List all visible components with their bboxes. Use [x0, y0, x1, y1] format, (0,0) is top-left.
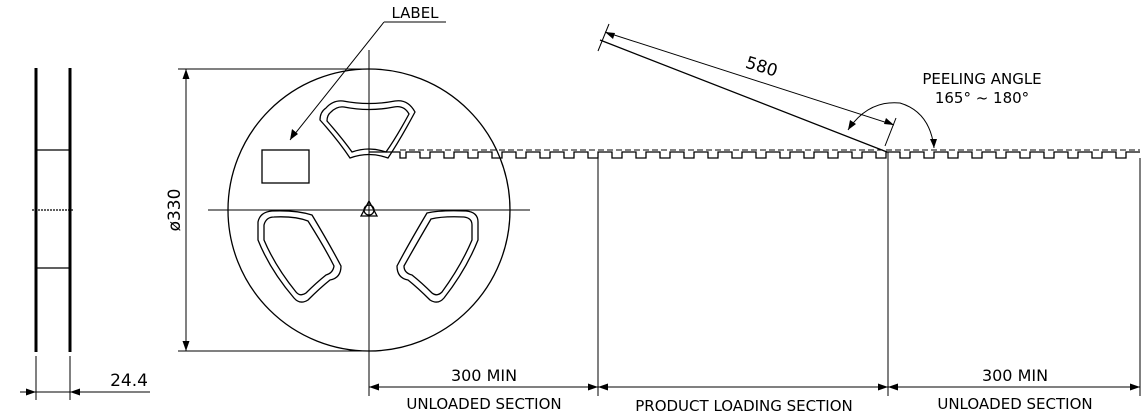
section-boundaries — [368, 152, 1141, 396]
hub-symbol — [359, 199, 379, 217]
min-left-label: 300 MIN — [451, 366, 517, 385]
label-callout-text: LABEL — [391, 4, 439, 22]
peeling-angle-title: PEELING ANGLE — [922, 70, 1041, 88]
label-leader: LABEL — [289, 4, 446, 141]
length-label: 580 — [743, 53, 780, 82]
min-right-label: 300 MIN — [982, 366, 1048, 385]
reel-front-view: LABEL — [208, 4, 530, 372]
reel-window-bottom-right — [396, 210, 479, 303]
reel-side-view — [32, 68, 74, 352]
width-dimension: 24.4 — [20, 356, 150, 400]
width-label: 24.4 — [110, 371, 148, 391]
diameter-dimension: ø330 — [165, 68, 369, 352]
reel-window-top — [319, 100, 416, 159]
section-left-label: UNLOADED SECTION — [406, 395, 561, 413]
section-dimensions: 300 MIN 300 MIN UNLOADED SECTION PRODUCT… — [369, 366, 1140, 415]
cover-tape-length-dimension: 580 — [597, 23, 897, 153]
section-right-label: UNLOADED SECTION — [937, 395, 1092, 413]
section-middle-label: PRODUCT LOADING SECTION — [635, 397, 853, 415]
label-box — [261, 149, 310, 184]
peeling-angle-marker: PEELING ANGLE 165° ~ 180° — [847, 70, 1042, 149]
reel-window-bottom-left — [257, 210, 342, 303]
carrier-tape — [369, 149, 1140, 159]
diameter-label: ø330 — [165, 189, 185, 232]
peeling-angle-range: 165° ~ 180° — [935, 89, 1029, 107]
